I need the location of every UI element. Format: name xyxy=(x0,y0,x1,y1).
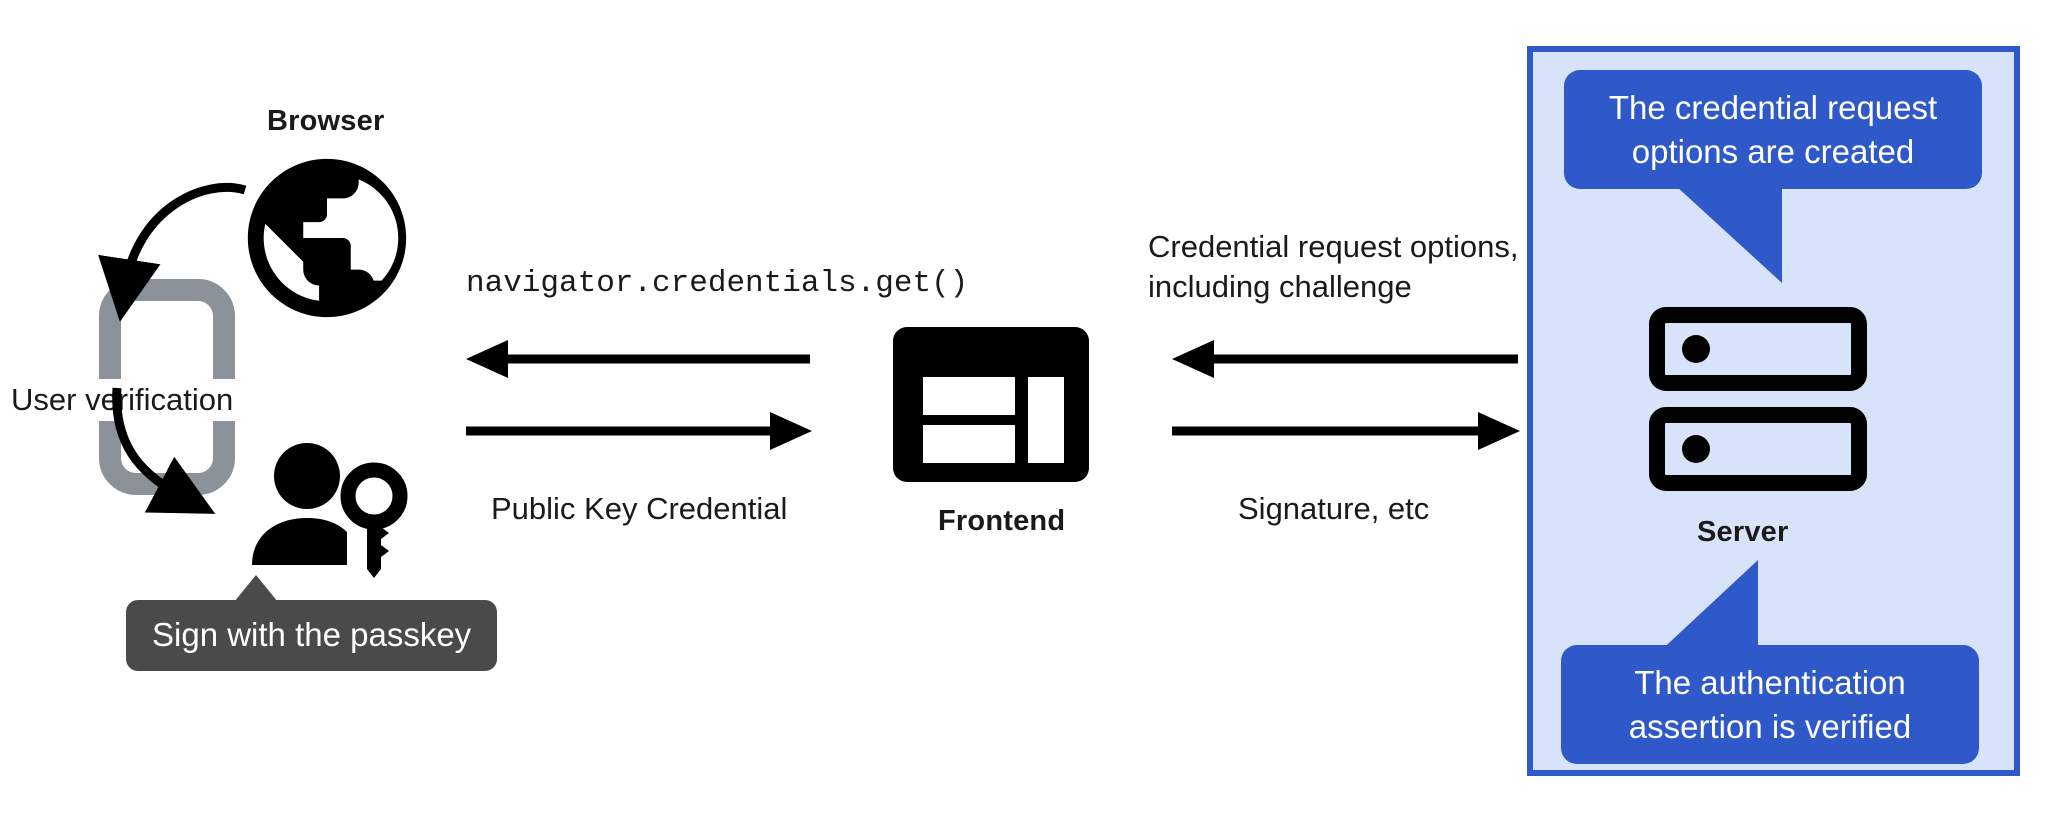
passkey-tooltip-tail xyxy=(226,575,286,607)
browser-frontend-arrows xyxy=(460,338,820,450)
frontend-title: Frontend xyxy=(938,505,1066,537)
credential-request-callout-tail xyxy=(1664,175,1804,285)
public-key-credential-label: Public Key Credential xyxy=(491,491,788,526)
signature-etc-label: Signature, etc xyxy=(1238,491,1430,526)
authentication-assertion-callout-tail xyxy=(1640,560,1780,670)
web-layout-icon xyxy=(893,327,1089,482)
browser-title: Browser xyxy=(267,105,385,137)
server-title: Server xyxy=(1697,516,1789,548)
person-with-key-icon xyxy=(250,440,416,580)
server-racks-icon xyxy=(1649,307,1867,491)
server-frontend-arrows xyxy=(1166,338,1526,450)
credential-request-options-label: Credential request options, including ch… xyxy=(1148,229,1519,304)
credential-request-callout: The credential request options are creat… xyxy=(1564,70,1982,190)
passkey-tooltip: Sign with the passkey xyxy=(126,600,498,671)
navigator-credentials-get-label: navigator.credentials.get() xyxy=(466,266,969,301)
verification-flow-arrows xyxy=(85,160,345,580)
globe-icon xyxy=(232,143,422,333)
authentication-assertion-callout: The authentication assertion is verified xyxy=(1561,645,1979,765)
